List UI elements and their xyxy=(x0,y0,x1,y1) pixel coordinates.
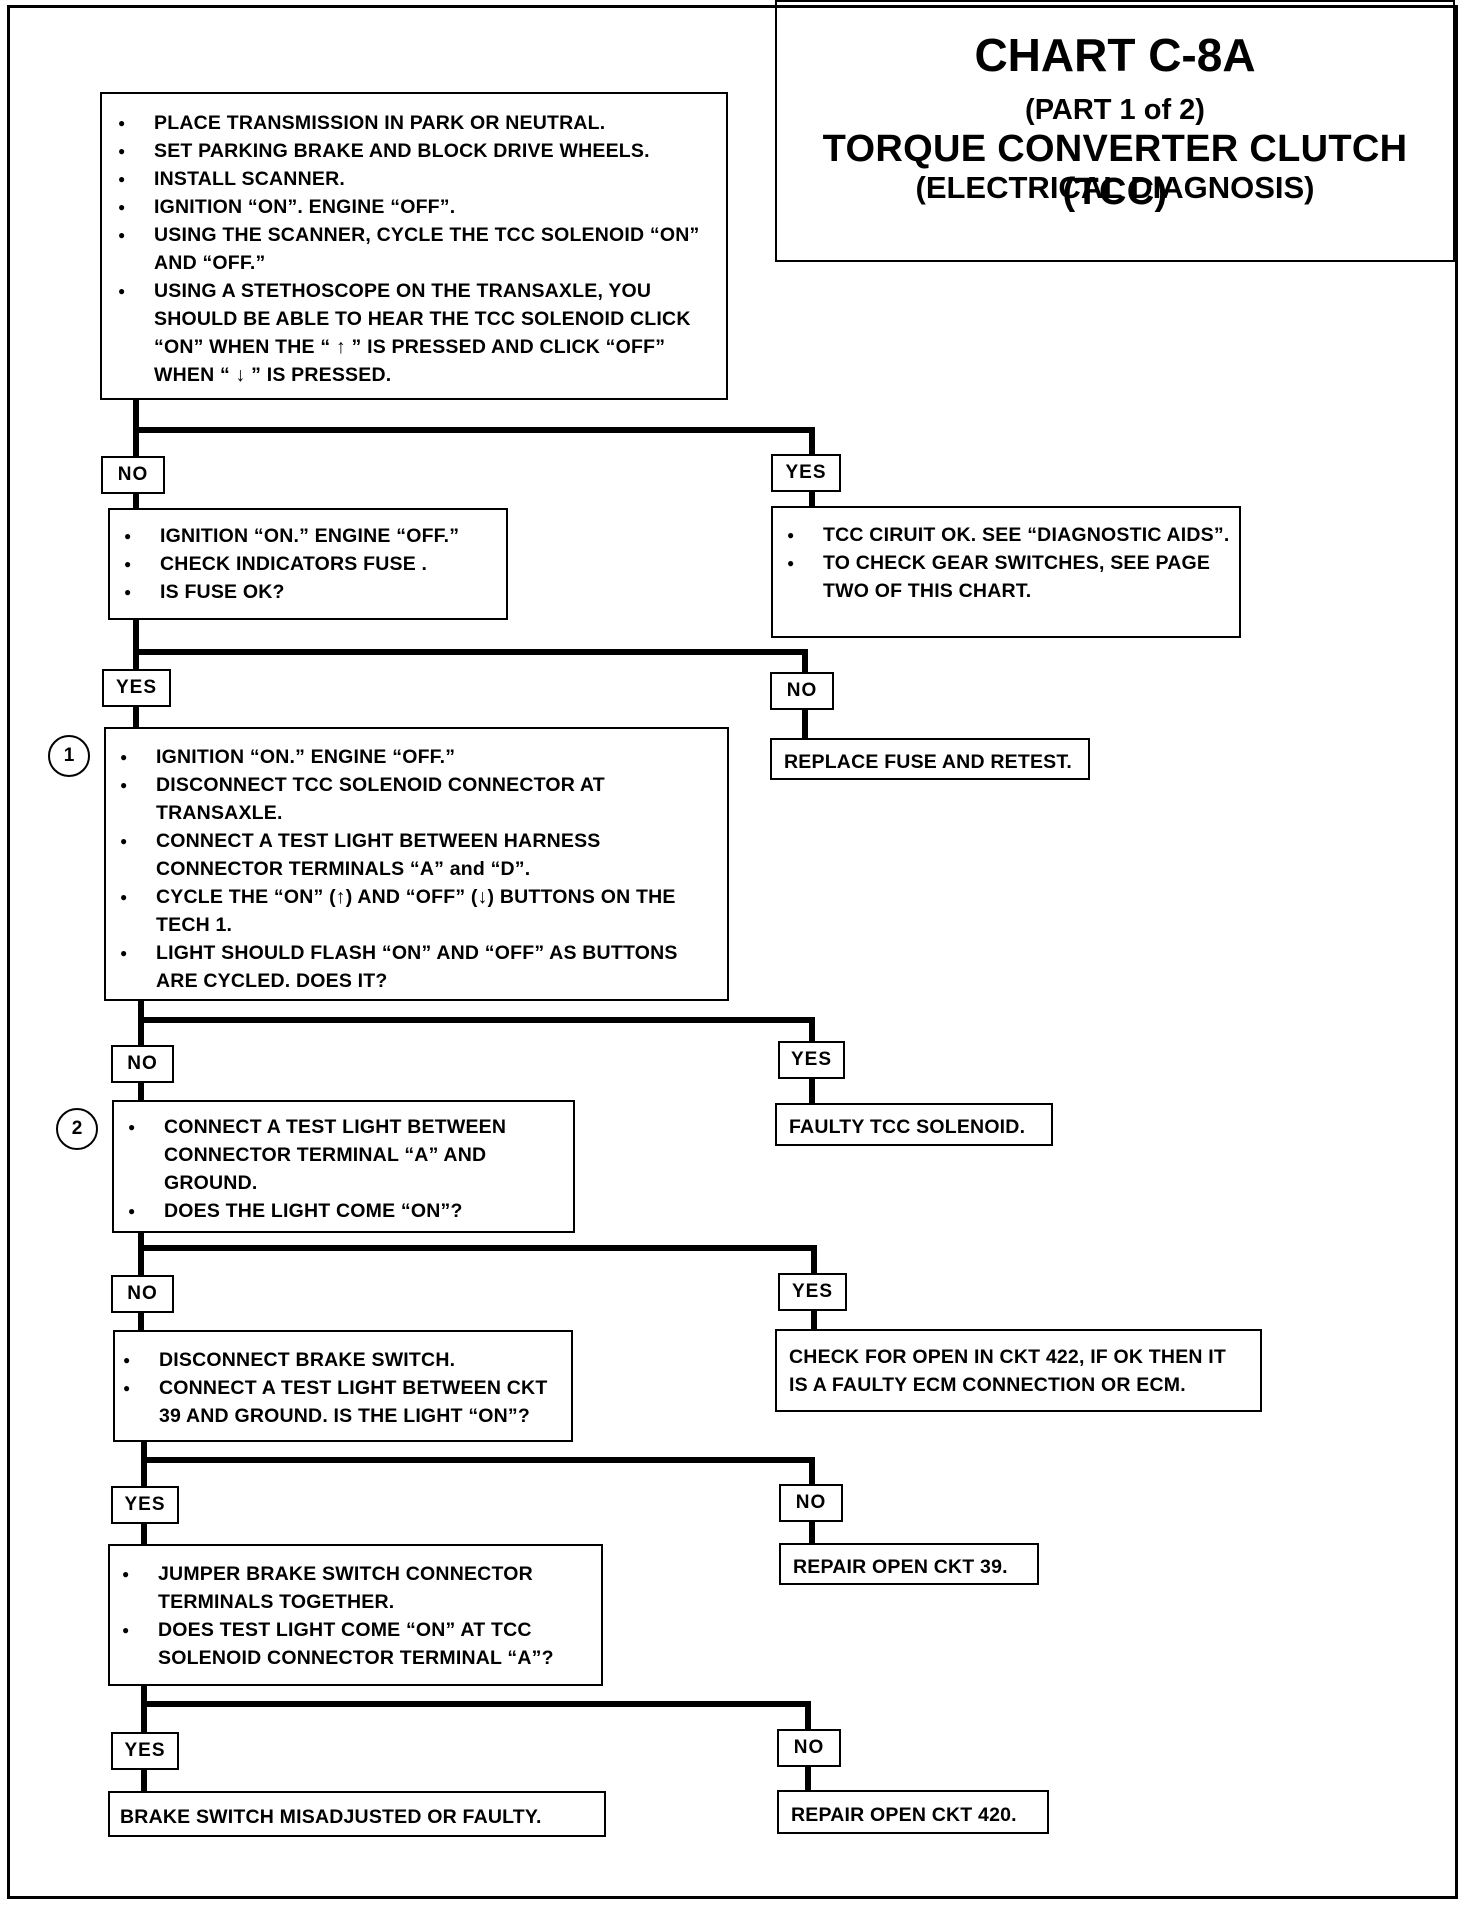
step-5-no-result: REPAIR OPEN CKT 39. xyxy=(779,1543,1039,1585)
connector-3 xyxy=(138,997,815,1046)
page-border xyxy=(7,5,1458,1899)
step-3-item: LIGHT SHOULD FLASH “ON” AND “OFF” AS BUT… xyxy=(112,939,721,995)
connector-1 xyxy=(133,395,815,459)
step-2-item: IGNITION “ON.” ENGINE “OFF.” xyxy=(116,522,500,550)
step-4-box: CONNECT A TEST LIGHT BETWEEN CONNECTOR T… xyxy=(112,1100,575,1233)
step-4-yes-result: CHECK FOR OPEN IN CKT 422, IF OK THEN IT… xyxy=(775,1329,1262,1412)
step-1-item: SET PARKING BRAKE AND BLOCK DRIVE WHEELS… xyxy=(110,137,718,165)
step-3-item: DISCONNECT TCC SOLENOID CONNECTOR AT TRA… xyxy=(112,771,721,827)
yes-label: YES xyxy=(771,454,841,492)
step-6-item: JUMPER BRAKE SWITCH CONNECTOR TERMINALS … xyxy=(114,1560,595,1616)
step-marker-1: 1 xyxy=(48,735,90,777)
result-item: TO CHECK GEAR SWITCHES, SEE PAGE TWO OF … xyxy=(779,549,1233,605)
chart-subtitle-2: (ELECTRICAL DIAGNOSIS) xyxy=(915,170,1315,205)
step-6-no-result: REPAIR OPEN CKT 420. xyxy=(777,1790,1049,1834)
step-1-box: PLACE TRANSMISSION IN PARK OR NEUTRAL. S… xyxy=(100,92,728,400)
result-text: REPAIR OPEN CKT 420. xyxy=(791,1804,1017,1826)
chart-subtitle: TORQUE CONVERTER CLUTCH (TCC) xyxy=(822,128,1408,213)
result-text: REPAIR OPEN CKT 39. xyxy=(793,1556,1008,1578)
result-text: REPLACE FUSE AND RETEST. xyxy=(784,751,1072,773)
step-2-item: IS FUSE OK? xyxy=(116,578,500,606)
yes-label: YES xyxy=(102,669,171,707)
step-3-item: IGNITION “ON.” ENGINE “OFF.” xyxy=(112,743,721,771)
connector-5 xyxy=(141,1437,815,1488)
step-2-item: CHECK INDICATORS FUSE . xyxy=(116,550,500,578)
connector-2 xyxy=(133,616,808,675)
title-box: CHART C-8A (PART 1 of 2) TORQUE CONVERTE… xyxy=(775,0,1455,262)
no-label: NO xyxy=(779,1484,843,1522)
result-text: FAULTY TCC SOLENOID. xyxy=(789,1116,1026,1138)
step-2-yes-result: TCC CIRUIT OK. SEE “DIAGNOSTIC AIDS”. TO… xyxy=(771,506,1241,638)
yes-label: YES xyxy=(111,1732,179,1770)
chart-part: (PART 1 of 2) xyxy=(1025,94,1205,126)
step-2-no-result: REPLACE FUSE AND RETEST. xyxy=(770,738,1090,780)
step-5-box: DISCONNECT BRAKE SWITCH. CONNECT A TEST … xyxy=(113,1330,573,1442)
step-1-item: USING THE SCANNER, CYCLE THE TCC SOLENOI… xyxy=(110,221,718,277)
no-label: NO xyxy=(777,1729,841,1767)
no-label: NO xyxy=(101,456,165,494)
step-1-item: INSTALL SCANNER. xyxy=(110,165,718,193)
step-4-item: DOES THE LIGHT COME “ON”? xyxy=(120,1197,567,1225)
no-label: NO xyxy=(111,1275,174,1313)
step-1-item: USING A STETHOSCOPE ON THE TRANSAXLE, YO… xyxy=(110,277,718,389)
step-1-item: PLACE TRANSMISSION IN PARK OR NEUTRAL. xyxy=(110,109,718,137)
step-6-box: JUMPER BRAKE SWITCH CONNECTOR TERMINALS … xyxy=(108,1544,603,1686)
step-2-box: IGNITION “ON.” ENGINE “OFF.” CHECK INDIC… xyxy=(108,508,508,620)
step-3-yes-result: FAULTY TCC SOLENOID. xyxy=(775,1103,1053,1146)
chart-title: CHART C-8A xyxy=(974,29,1256,81)
step-3-box: IGNITION “ON.” ENGINE “OFF.” DISCONNECT … xyxy=(104,727,729,1001)
step-3-item: CYCLE THE “ON” (↑) AND “OFF” (↓) BUTTONS… xyxy=(112,883,721,939)
step-4-item: CONNECT A TEST LIGHT BETWEEN CONNECTOR T… xyxy=(120,1113,567,1197)
result-text: BRAKE SWITCH MISADJUSTED OR FAULTY. xyxy=(120,1806,542,1828)
step-3-item: CONNECT A TEST LIGHT BETWEEN HARNESS CON… xyxy=(112,827,721,883)
yes-label: YES xyxy=(111,1486,179,1524)
step-6-yes-result: BRAKE SWITCH MISADJUSTED OR FAULTY. xyxy=(108,1791,606,1837)
no-label: NO xyxy=(770,672,834,710)
connector-6 xyxy=(141,1682,811,1732)
step-5-item: CONNECT A TEST LIGHT BETWEEN CKT 39 AND … xyxy=(115,1374,565,1430)
connector-4 xyxy=(138,1227,817,1276)
yes-label: YES xyxy=(778,1041,845,1079)
step-5-item: DISCONNECT BRAKE SWITCH. xyxy=(115,1346,565,1374)
step-1-item: IGNITION “ON”. ENGINE “OFF”. xyxy=(110,193,718,221)
result-item: TCC CIRUIT OK. SEE “DIAGNOSTIC AIDS”. xyxy=(779,521,1233,549)
result-text: CHECK FOR OPEN IN CKT 422, IF OK THEN IT… xyxy=(789,1346,1227,1396)
step-6-item: DOES TEST LIGHT COME “ON” AT TCC SOLENOI… xyxy=(114,1616,595,1672)
yes-label: YES xyxy=(778,1273,847,1311)
no-label: NO xyxy=(111,1045,174,1083)
step-marker-2: 2 xyxy=(56,1108,98,1150)
